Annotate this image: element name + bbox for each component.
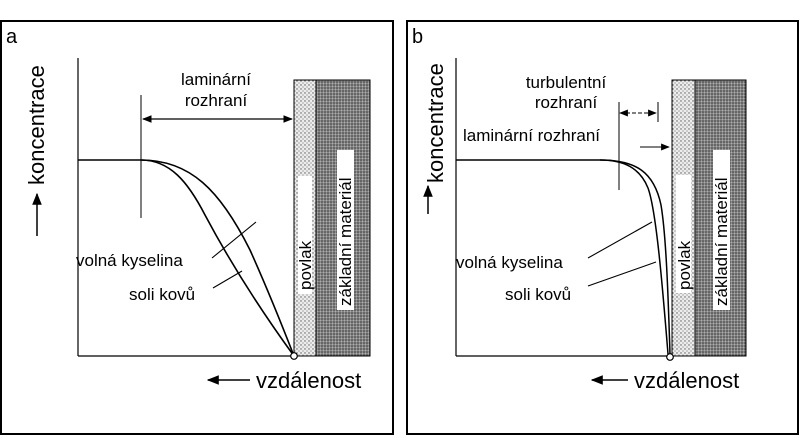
panel-b-laminar-label: laminární rozhraní xyxy=(463,126,600,145)
panel-a-coating-label: povlak xyxy=(296,240,315,290)
panel-b-turbulent-label-line1: turbulentní xyxy=(526,73,607,92)
panel-b-interface-point xyxy=(666,353,674,361)
panel-b-leader-free-acid xyxy=(587,221,653,259)
panel-a-letter: a xyxy=(6,26,18,48)
panel-a-xlabel: vzdálenost xyxy=(256,368,361,393)
panel-b-base-label: základní materiál xyxy=(712,177,731,306)
panel-b-curve-free-acid xyxy=(599,159,671,355)
panel-b-curve-metal-salts xyxy=(599,159,669,355)
panel-b-turbulent-label-line2: rozhraní xyxy=(535,93,598,112)
panel-a-ylabel: koncentrace xyxy=(24,65,49,185)
panel-a-curve2-label: soli kovů xyxy=(129,285,195,304)
panel-a-curve1-label: volná kyselina xyxy=(76,251,183,270)
panel-a-curve-metal-salts xyxy=(140,159,295,357)
panel-b-letter: b xyxy=(412,26,423,48)
panel-a-base-label: základní materiál xyxy=(336,177,355,306)
panel-b-coating-label-box xyxy=(676,175,691,293)
panel-b-xlabel: vzdálenost xyxy=(634,368,739,393)
panel-a-boundary-label-line1: laminární xyxy=(181,70,251,89)
panel-b-leader-metal-salts xyxy=(587,261,657,287)
panel-a-leader-metal-salts xyxy=(212,270,243,289)
panel-a-frame xyxy=(0,20,394,435)
panel-b-frame xyxy=(406,20,799,435)
panel-b-base-label-box xyxy=(713,150,730,310)
panel-b-ylabel: koncentrace xyxy=(423,63,448,183)
panel-a-boundary-label-line2: rozhraní xyxy=(185,91,248,110)
panel-a-leader-free-acid xyxy=(211,221,257,259)
panel-a-interface-point xyxy=(290,352,298,360)
panel-a-curve-free-acid xyxy=(140,159,295,357)
panel-a-base-label-box xyxy=(337,150,354,310)
panel-b-curve1-label: volná kyselina xyxy=(456,253,563,272)
panel-a-coating-label-box xyxy=(298,176,312,294)
panel-b-coating-label: povlak xyxy=(675,240,694,290)
panel-b: b koncentrace vzdálenost povlak základní… xyxy=(406,20,799,435)
panel-a: a koncentrace vzdálenost povlak základní… xyxy=(0,20,394,435)
panel-b-curve2-label: soli kovů xyxy=(505,285,571,304)
